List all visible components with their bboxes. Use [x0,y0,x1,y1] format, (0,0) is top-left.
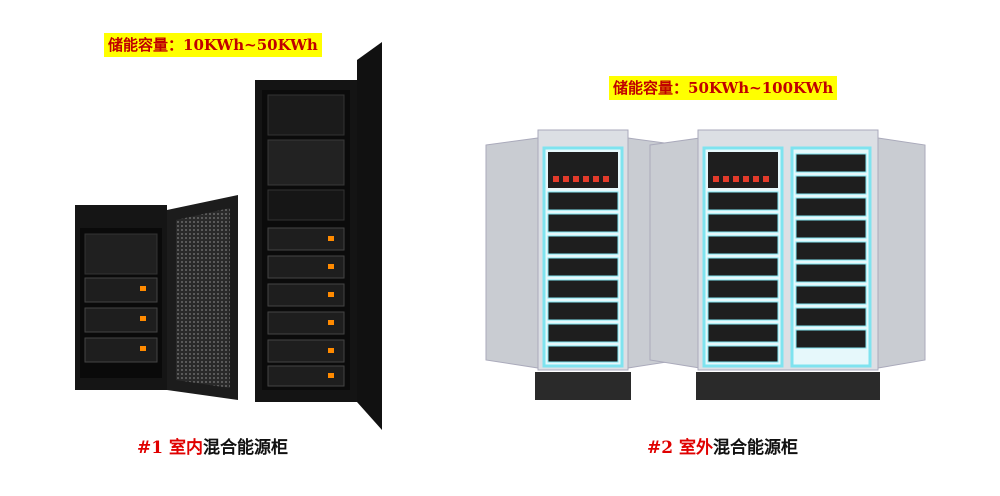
battery-module [707,191,779,211]
battery-module [84,337,158,363]
caption-number: #1 [137,438,164,458]
battery-module [267,227,345,251]
battery-module [795,197,867,217]
battery-module [84,277,158,303]
caption-type: 室内 [169,438,203,458]
battery-module [547,191,619,211]
battery-module [795,175,867,195]
outdoor-double-cabinet [649,129,926,400]
indoor-tall-cabinet [255,42,382,430]
battery-module [707,323,779,343]
battery-module [267,365,345,387]
battery-module [267,255,345,279]
battery-module [267,339,345,363]
battery-module [707,279,779,299]
battery-module [707,235,779,255]
battery-module [795,307,867,327]
battery-module [547,279,619,299]
caption-name: 混合能源柜 [713,438,798,458]
battery-module [795,153,867,173]
caption-outdoor: #2 室外混合能源柜 [647,437,798,459]
battery-module [547,345,619,363]
battery-module [547,323,619,343]
capacity-label-indoor: 储能容量：10KWh~50KWh [104,33,322,57]
caption-type: 室外 [679,438,713,458]
battery-module [795,219,867,239]
battery-module [547,301,619,321]
capacity-label-outdoor: 储能容量：50KWh~100KWh [609,76,838,100]
cabinet-door [357,42,382,430]
battery-module [547,257,619,277]
battery-module [707,345,779,363]
battery-module [795,285,867,305]
caption-name: 混合能源柜 [203,438,288,458]
battery-module [547,235,619,255]
battery-module [547,213,619,233]
battery-module [267,283,345,307]
battery-module [84,307,158,333]
battery-module [795,263,867,283]
battery-module [795,329,867,349]
battery-module [707,301,779,321]
cabinet-base [696,372,880,400]
caption-indoor: #1 室内混合能源柜 [137,437,288,459]
battery-module [795,241,867,261]
indoor-small-cabinet [75,195,238,400]
cabinet-base [535,372,631,400]
battery-module [267,311,345,335]
caption-number: #2 [647,438,674,458]
battery-module [707,213,779,233]
battery-module [707,257,779,277]
